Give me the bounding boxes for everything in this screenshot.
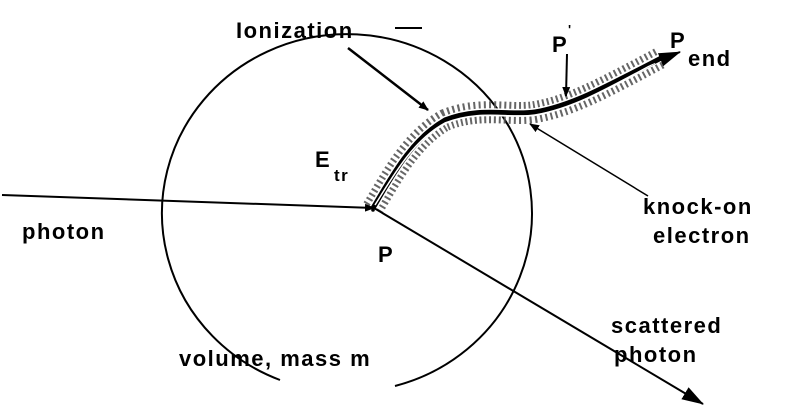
knock-on-label-line2: electron [653, 223, 751, 248]
electron-track [370, 53, 667, 210]
p-prime-pointer [562, 53, 571, 97]
interaction-point [371, 208, 375, 212]
volume-label: volume, mass m [179, 346, 371, 371]
scattered-photon-line [373, 207, 704, 405]
p-prime-label: P [552, 32, 568, 57]
volume-boundary [160, 33, 533, 387]
knock-on-label-line1: knock-on [643, 194, 753, 219]
p-prime-superscript: ' [568, 22, 573, 37]
ionization-label: Ionization [236, 18, 354, 43]
ionization-pointer [347, 47, 429, 111]
energy-transfer-subscript: tr [334, 166, 349, 185]
track-end-arrow [639, 51, 681, 69]
interaction-point-label: P [378, 242, 394, 267]
photon-label: photon [22, 219, 106, 244]
p-end-subscript: end [688, 46, 732, 71]
scattered-photon-label-line2: photon [614, 342, 698, 367]
energy-transfer-label: E [315, 147, 331, 172]
incoming-photon-line [1, 194, 375, 212]
knock-on-pointer [529, 123, 649, 197]
electron-track-core [374, 62, 656, 206]
p-end-label: P [670, 28, 686, 53]
scattered-photon-label-line1: scattered [611, 313, 722, 338]
